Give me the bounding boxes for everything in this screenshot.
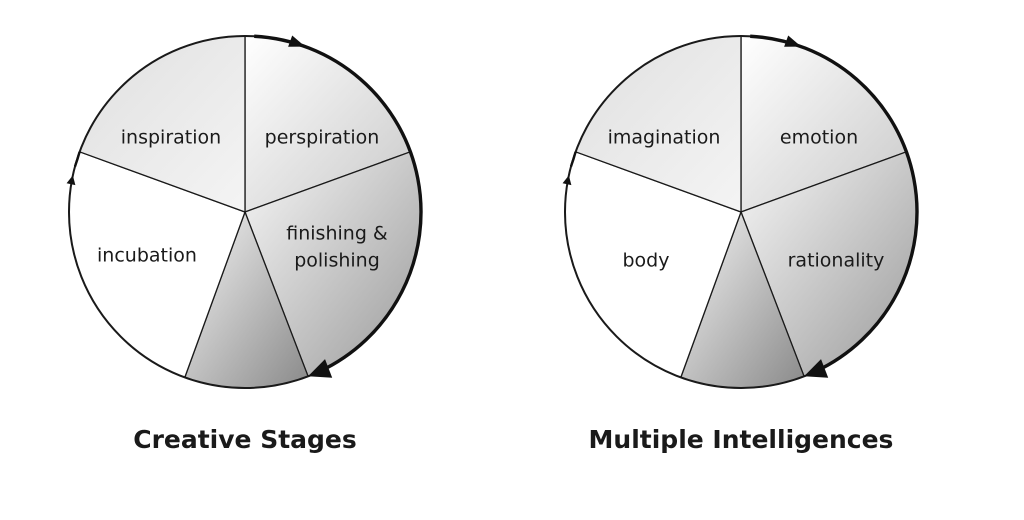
arrowhead-icon — [288, 35, 306, 47]
arrowhead-icon — [804, 359, 829, 378]
segment-label: incubation — [97, 245, 197, 267]
segment-label: perspiration — [265, 127, 380, 149]
arrowhead-icon — [562, 175, 572, 186]
arrowhead-icon — [784, 35, 802, 47]
diagram-caption: Multiple Intelligences — [589, 425, 894, 454]
segment-label: body — [623, 250, 670, 272]
diagram-caption: Creative Stages — [133, 425, 357, 454]
cycle-arrow-arc — [254, 34, 423, 374]
wheel-diagram: imagination emotion rationality bodyMultipl… — [562, 34, 919, 454]
arrowhead-icon — [66, 175, 76, 186]
segment-label: emotion — [780, 127, 858, 149]
cycle-arrow-arc — [569, 151, 577, 167]
segment-label: inspiration — [121, 127, 221, 149]
cycle-arrow-arc — [750, 34, 919, 374]
wheel-diagram: inspiration perspiration finishing & polish… — [66, 34, 423, 454]
segment-label: finishing & — [286, 223, 388, 245]
segment-label: rationality — [788, 250, 885, 272]
arrowhead-icon — [308, 359, 333, 378]
segment-label: polishing — [294, 250, 380, 272]
cycle-arrow-arc — [73, 151, 81, 167]
segment-label: imagination — [608, 127, 721, 149]
